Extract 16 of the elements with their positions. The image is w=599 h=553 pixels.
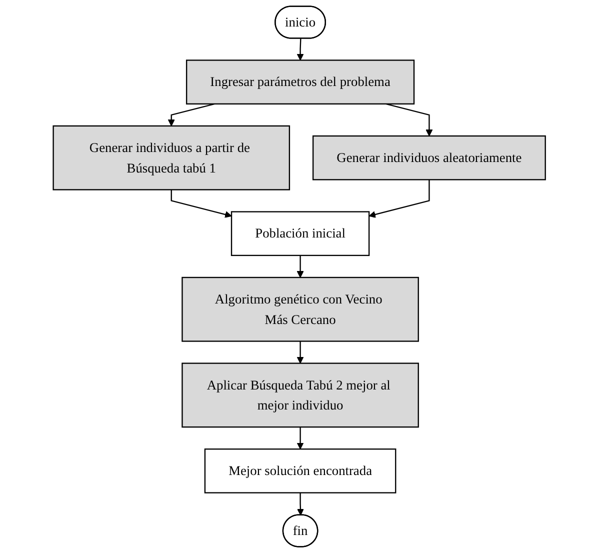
node-box: Algoritmo genético con Vecino Más Cercano	[182, 276, 420, 342]
node-box: Mejor solución encontrada	[204, 448, 396, 494]
node-box: Población inicial	[231, 211, 370, 256]
arrow	[168, 103, 215, 126]
node-box: Generar individuos aleatoriamente	[312, 135, 546, 180]
arrow	[297, 427, 304, 450]
arrow	[297, 341, 304, 364]
arrow	[297, 38, 304, 61]
arrow	[170, 190, 232, 218]
node-box: Ingresar parámetros del problema	[186, 60, 415, 104]
arrow	[297, 255, 304, 278]
node-box: Aplicar Búsqueda Tabú 2 mejor al mejor individuo	[182, 362, 420, 428]
arrow	[386, 103, 433, 136]
arrow	[297, 492, 304, 516]
node-box: Generar individuos a partir de Búsqueda tabú 1	[52, 125, 290, 190]
arrow	[368, 180, 430, 218]
